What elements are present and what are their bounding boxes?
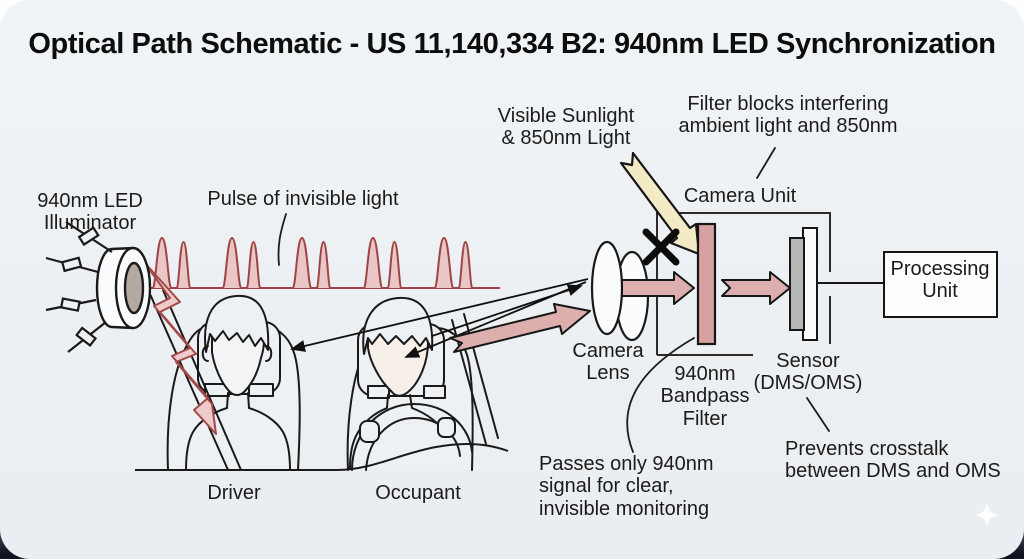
sensor-label: Sensor (DMS/OMS)	[753, 350, 863, 395]
sparkle-watermark	[975, 503, 999, 527]
cabin-floor-line	[135, 443, 509, 471]
processing-unit-label: Processing Unit	[890, 258, 990, 303]
beam-arrow-filter-sensor	[721, 271, 791, 305]
sunlight-label: Visible Sunlight & 850nm Light	[497, 105, 635, 150]
driver-figure	[149, 289, 301, 471]
prevents-crosstalk-annotation: Prevents crosstalk between DMS and OMS	[785, 438, 1001, 483]
blocked-x-mark	[642, 228, 680, 266]
filter-blocks-annotation: Filter blocks interfering ambient light …	[678, 93, 898, 138]
led-rays	[45, 221, 113, 353]
led-pulse-train	[148, 237, 500, 289]
processing-unit-box	[883, 251, 998, 318]
camera-lens-label: Camera Lens	[572, 340, 644, 385]
camera-unit-label: Camera Unit	[683, 185, 797, 207]
led-illuminator	[95, 246, 152, 330]
reflected-light-arrow	[449, 303, 591, 353]
ir-zigzag-arrow	[143, 261, 217, 435]
sunlight-arrow	[619, 151, 701, 256]
sensor	[789, 227, 818, 341]
diagram-title: Optical Path Schematic - US 11,140,334 B…	[28, 28, 996, 60]
bandpass-filter	[696, 222, 717, 346]
pulse-label: Pulse of invisible light	[207, 188, 399, 210]
beam-arrow-lens-filter	[621, 271, 695, 305]
bandpass-filter-label: 940nm Bandpass Filter	[660, 363, 750, 430]
driver-label: Driver	[207, 482, 261, 504]
light-path-arrows	[290, 278, 589, 358]
led-illuminator-label: 940nm LED Illuminator	[37, 190, 143, 235]
occupant-label: Occupant	[375, 482, 461, 504]
passes-only-annotation: Passes only 940nm signal for clear, invi…	[539, 453, 714, 520]
annotation-leader-lines	[277, 147, 830, 453]
